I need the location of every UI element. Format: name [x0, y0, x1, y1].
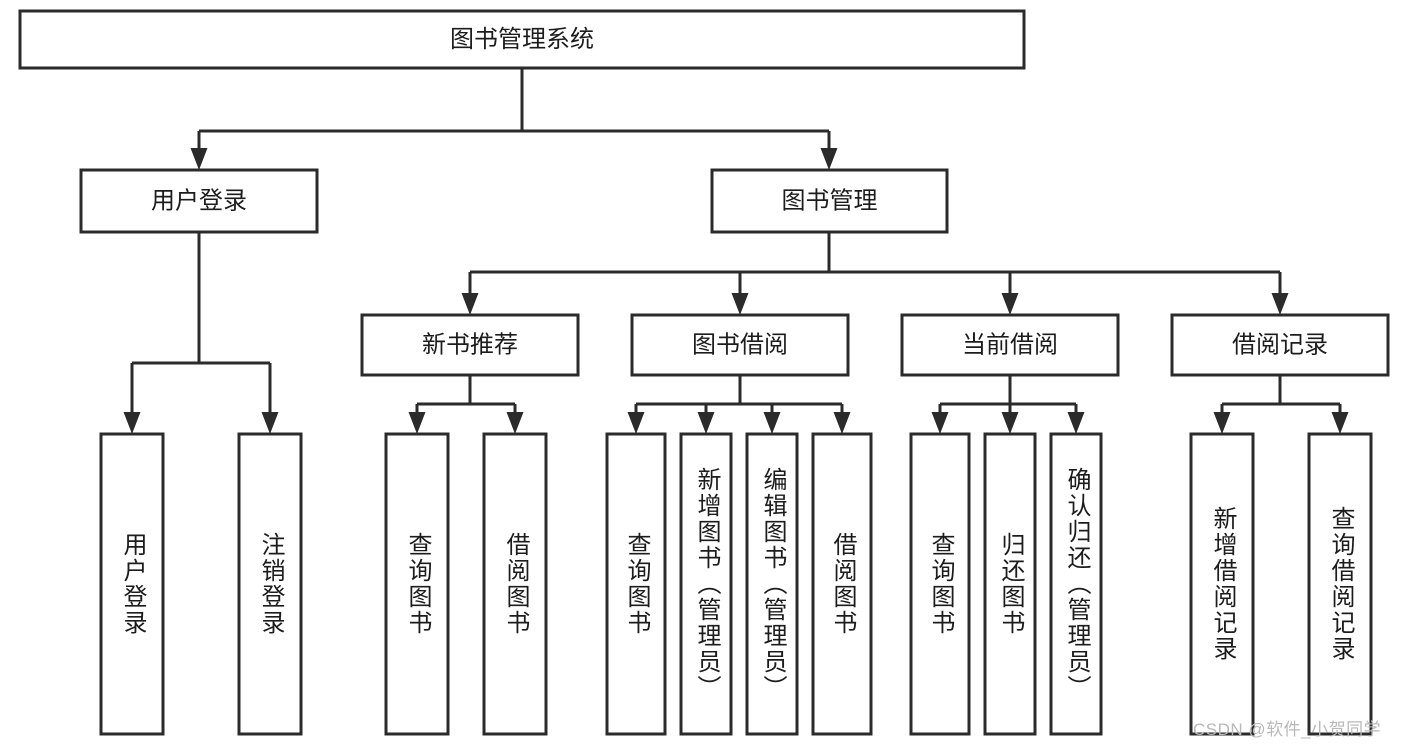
group2-branch-1-arrowhead: [1001, 412, 1019, 434]
group0-branch-0-arrowhead: [408, 412, 426, 434]
node-root[interactable]: [18, 9, 1026, 70]
manage-branch-1-arrowhead: [731, 293, 749, 315]
login-branch-1-arrowhead: [261, 412, 279, 434]
node-leaf-9[interactable]: [983, 432, 1037, 736]
node-leaf-5[interactable]: [679, 432, 733, 736]
group2-branch-2-arrowhead: [1067, 412, 1085, 434]
manage-branch-0-arrowhead: [461, 293, 479, 315]
group1-branch-3-arrowhead: [833, 412, 851, 434]
group3-branch-0-arrowhead: [1213, 412, 1231, 434]
root-branch-0-arrowhead: [190, 148, 208, 170]
node-leaf-3[interactable]: [482, 432, 548, 736]
group1-branch-1-arrowhead: [697, 412, 715, 434]
node-level3-3-label: 借阅记录: [1232, 331, 1328, 358]
node-level2-0[interactable]: [79, 168, 319, 234]
node-leaf-0[interactable]: [99, 432, 165, 736]
node-leaf-4[interactable]: [605, 432, 667, 736]
group0-branch-1-arrowhead: [506, 412, 524, 434]
node-level2-1[interactable]: [710, 168, 949, 234]
node-leaf-1[interactable]: [237, 432, 303, 736]
node-leaf-12[interactable]: [1307, 432, 1373, 736]
manage-branch-3-arrowhead: [1271, 293, 1289, 315]
node-level3-1[interactable]: [630, 313, 850, 377]
node-leaf-11[interactable]: [1189, 432, 1255, 736]
group2-branch-0-arrowhead: [931, 412, 949, 434]
node-level2-1-label: 图书管理: [782, 187, 878, 214]
node-root-label: 图书管理系统: [450, 26, 594, 53]
node-leaf-10[interactable]: [1049, 432, 1103, 736]
node-level3-2-label: 当前借阅: [962, 331, 1058, 358]
node-level3-0-label: 新书推荐: [422, 331, 518, 358]
group1-branch-0-arrowhead: [627, 412, 645, 434]
manage-branch-2-arrowhead: [1001, 293, 1019, 315]
node-level2-0-label: 用户登录: [151, 187, 247, 214]
node-leaf-8[interactable]: [909, 432, 971, 736]
group3-branch-1-arrowhead: [1331, 412, 1349, 434]
node-level3-0[interactable]: [360, 313, 580, 377]
node-level3-1-label: 图书借阅: [692, 331, 788, 358]
root-branch-1-arrowhead: [820, 148, 838, 170]
csdn-watermark: CSDN @软件_小贺同学: [1193, 720, 1382, 739]
box-layer: [18, 9, 1390, 736]
node-level3-3[interactable]: [1170, 313, 1390, 377]
node-leaf-7[interactable]: [811, 432, 873, 736]
node-level3-2[interactable]: [900, 313, 1120, 377]
login-branch-0-arrowhead: [123, 412, 141, 434]
node-leaf-2[interactable]: [384, 432, 450, 736]
group1-branch-2-arrowhead: [763, 412, 781, 434]
node-leaf-6[interactable]: [745, 432, 799, 736]
connector-layer: [123, 68, 1349, 434]
